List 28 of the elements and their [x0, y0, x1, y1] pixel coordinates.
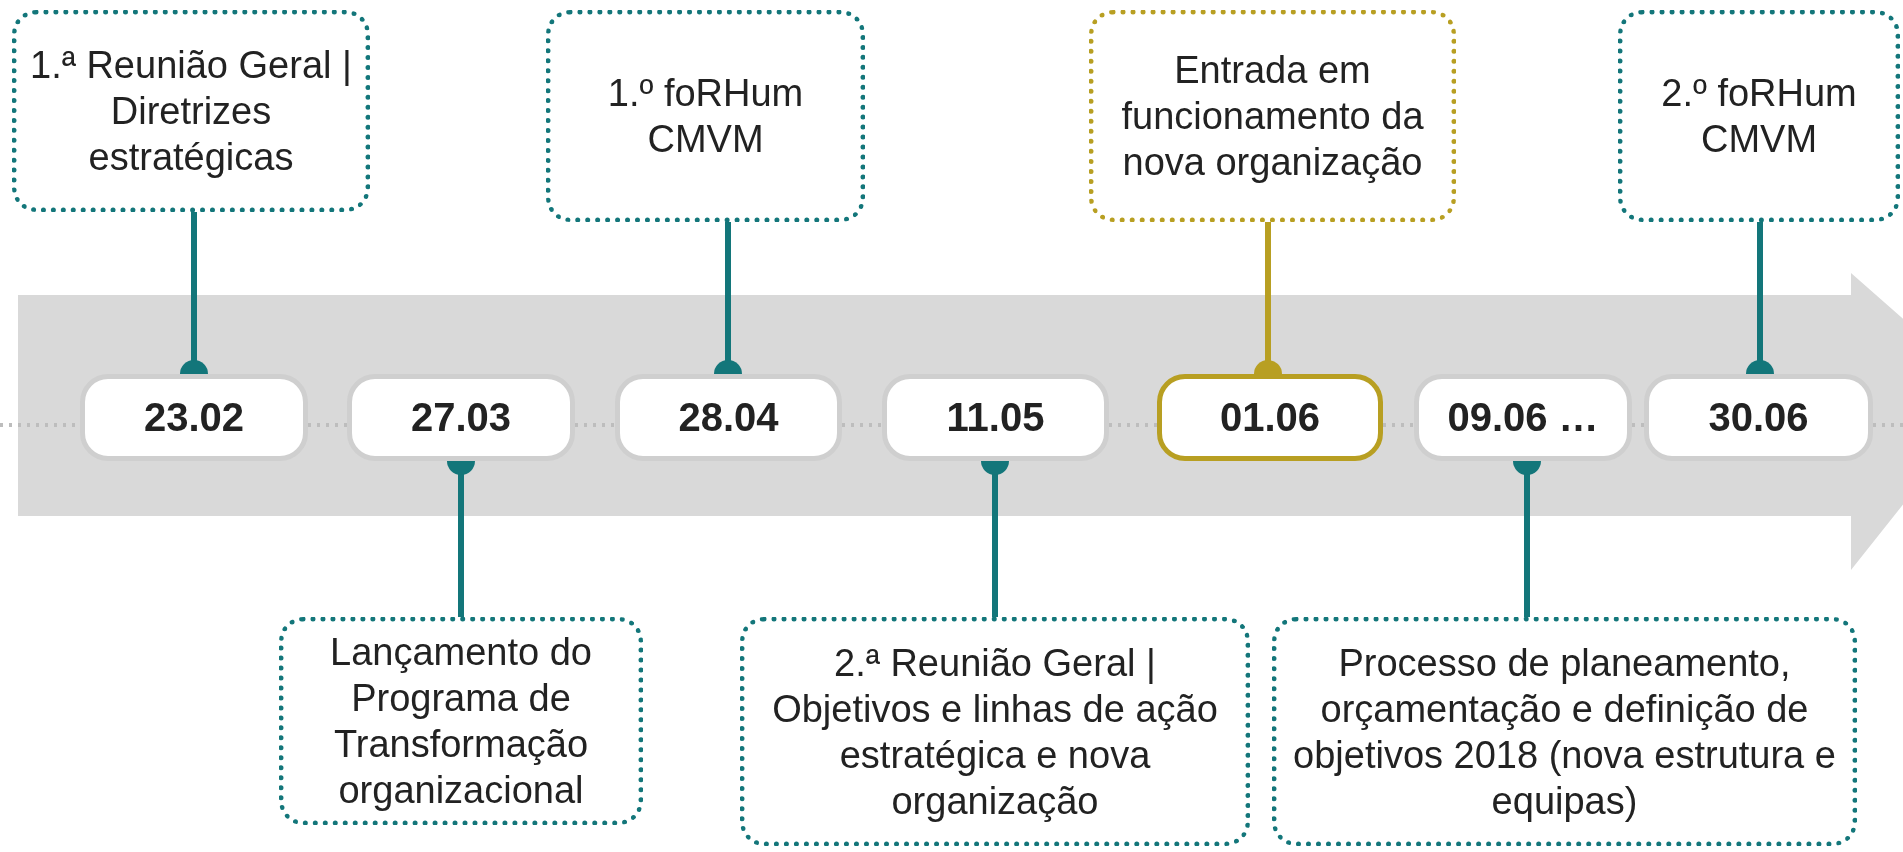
event-box	[1089, 10, 1456, 222]
event-text: 2.ª Reunião Geral | Objetivos e linhas de ação estratégica e nova organização	[771, 640, 1219, 824]
date-box	[882, 374, 1109, 461]
event-box	[1618, 10, 1900, 222]
event-box	[279, 617, 643, 825]
date-box	[80, 374, 308, 461]
date-box	[615, 374, 842, 461]
date-box	[1157, 374, 1383, 461]
date-box	[1414, 374, 1632, 461]
date-label: 27.03	[410, 395, 512, 440]
date-label: 23.02	[143, 395, 245, 440]
date-box	[1644, 374, 1873, 461]
date-label: 28.04	[678, 395, 779, 440]
event-text: 1.º foRHum CMVM	[606, 71, 805, 162]
date-box	[347, 374, 575, 461]
event-box	[12, 10, 370, 212]
event-text: Entrada em funcionamento da nova organização	[1120, 48, 1425, 185]
date-label: 09.06 …	[1447, 395, 1599, 440]
date-label: 11.05	[946, 395, 1045, 440]
event-text: Processo de planeamento, orçamentação e definição de objetivos 2018 (nova estrutura e equipas)	[1292, 640, 1837, 824]
event-text: 1.ª Reunião Geral | Diretrizes estratégicas	[29, 43, 353, 180]
date-label: 01.06	[1219, 395, 1321, 440]
event-box	[1272, 617, 1857, 846]
event-box	[740, 617, 1250, 846]
date-label: 30.06	[1708, 395, 1809, 440]
event-text: Lançamento do Programa de Transformação organizacional	[329, 630, 593, 813]
event-box	[546, 10, 865, 222]
event-text: 2.º foRHum CMVM	[1660, 71, 1858, 162]
